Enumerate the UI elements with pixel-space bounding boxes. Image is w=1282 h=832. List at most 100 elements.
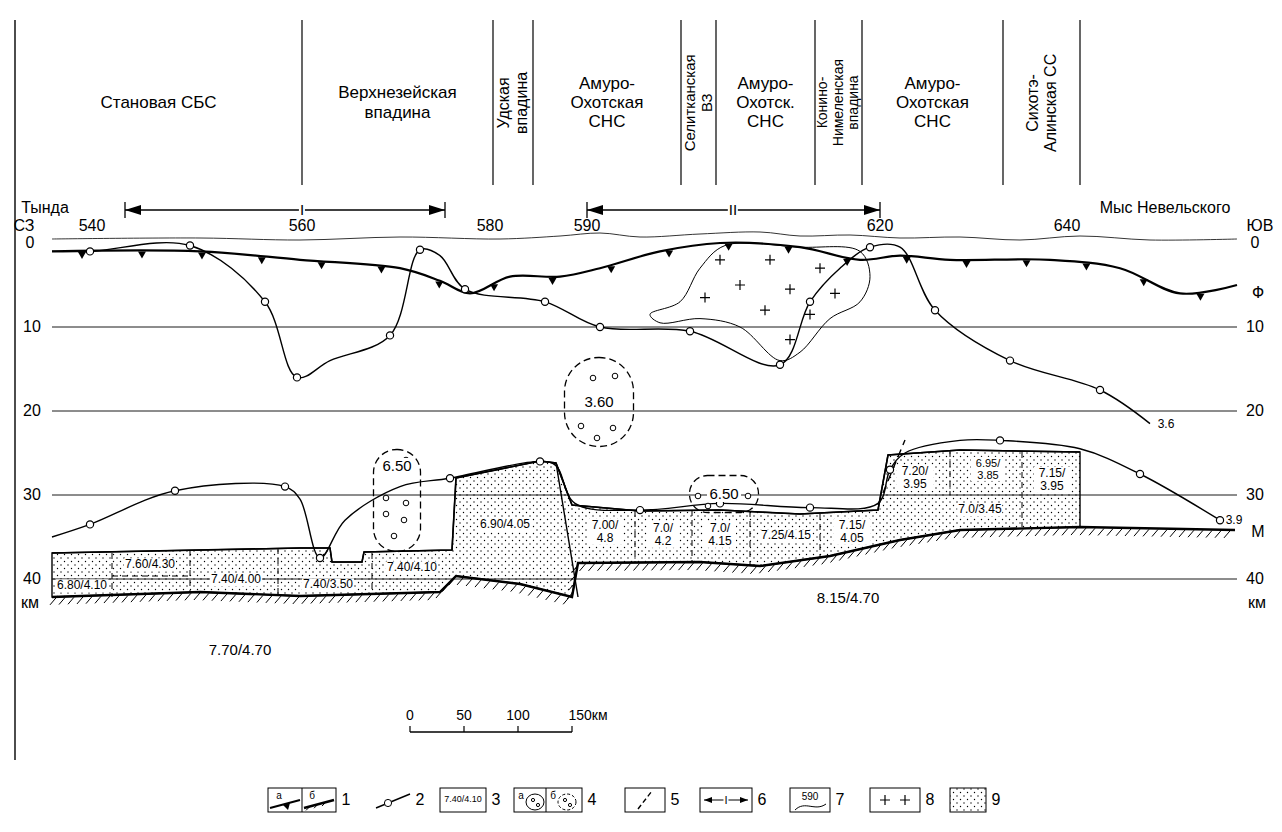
legend-sample-text: а — [517, 790, 525, 801]
tectonic-zone: Становая СБС — [15, 20, 302, 185]
hatch-stroke — [1161, 530, 1167, 537]
isoline-marker — [446, 475, 453, 482]
tectonic-zone: Амуро-Охотская СНС — [533, 20, 681, 185]
isoline-marker — [171, 487, 178, 494]
hatch-stroke — [546, 593, 552, 600]
velocity-label: 7.40/4.00 — [210, 573, 262, 586]
tectonic-zone: Удская впадина — [493, 20, 533, 185]
hatch-stroke — [528, 589, 534, 596]
isoline-marker — [1006, 357, 1013, 364]
anomaly-dot — [391, 533, 397, 539]
zone-name: Амуро-Охотская СНС — [888, 74, 978, 131]
depth-unit: км — [1248, 594, 1266, 612]
hatch-stroke — [365, 595, 371, 602]
scale-tick — [571, 726, 572, 732]
hatch-stroke — [705, 564, 711, 571]
isoline-marker — [686, 328, 693, 335]
isoline-marker — [316, 554, 323, 561]
block-divider — [635, 511, 636, 563]
depth-label: 40 — [23, 570, 41, 588]
isoline-marker — [384, 799, 391, 806]
legend-sample-text: I — [723, 794, 728, 806]
hatch-stroke — [519, 586, 525, 593]
tick-label: 540 — [79, 217, 106, 235]
legend-number: 5 — [671, 791, 680, 809]
arrow-head — [429, 205, 445, 215]
anomaly-velocity: 3.60 — [582, 394, 615, 411]
hatch-stroke — [410, 594, 416, 601]
hatch-stroke — [140, 595, 146, 602]
depth-label: 10 — [23, 318, 41, 336]
hatch-stroke — [936, 534, 942, 541]
anomaly-dot — [594, 435, 600, 441]
hatch-stroke — [697, 563, 703, 570]
scale-label: 50 — [456, 708, 472, 723]
column-divider — [532, 20, 533, 185]
hatch-stroke — [436, 591, 442, 598]
arrow-head — [125, 205, 141, 215]
velocity-label: 7.40/4.10 — [386, 561, 438, 574]
surface-tick — [435, 282, 443, 289]
anomaly-dot — [383, 495, 389, 501]
isoline-3-9 — [52, 439, 1220, 558]
hatch-stroke — [927, 535, 933, 542]
hatch-stroke — [1053, 529, 1059, 536]
anomaly-dot — [705, 503, 711, 509]
profile-number: II — [728, 202, 738, 219]
hatch-stroke — [1197, 530, 1203, 537]
mantle-velocity: 7.70/4.70 — [209, 642, 272, 659]
block-divider — [950, 451, 951, 495]
hatch-stroke — [374, 595, 380, 602]
hatch-stroke — [212, 594, 218, 601]
surface-tick — [138, 252, 146, 259]
surface-tick — [607, 266, 615, 273]
tectonic-zone: Конино-Нимеленская впадина — [815, 20, 862, 185]
legend-oval — [526, 794, 544, 810]
isoline-marker — [416, 246, 423, 253]
isoline-marker — [86, 521, 93, 528]
hatch-stroke — [302, 597, 308, 604]
hatch-stroke — [466, 579, 472, 586]
hatch-stroke — [257, 596, 263, 603]
mantle-velocity: 8.15/4.70 — [817, 590, 880, 607]
isoline-marker — [536, 458, 543, 465]
column-divider — [492, 20, 493, 185]
hatch-stroke — [230, 594, 236, 601]
isoline-value: 3.9 — [1226, 514, 1243, 527]
hatch-stroke — [954, 531, 960, 538]
surface-tick — [665, 251, 673, 258]
depth-label: 30 — [23, 486, 41, 504]
hatch-stroke — [1206, 531, 1212, 538]
isoline-marker — [461, 286, 468, 293]
block-divider — [112, 553, 113, 597]
column-divider — [715, 20, 716, 185]
hatch-stroke — [419, 593, 425, 600]
hatch-stroke — [428, 593, 434, 600]
scale-label: 150км — [568, 708, 607, 723]
hatch-stroke — [1026, 529, 1032, 536]
hatch-stroke — [1044, 529, 1050, 536]
hatch-stroke — [990, 530, 996, 537]
legend-number: 3 — [492, 791, 501, 809]
tick-label: 580 — [477, 217, 504, 235]
hatch-stroke — [580, 564, 586, 571]
granite-plus — [735, 280, 745, 290]
hatch-stroke — [149, 595, 155, 602]
hatch-stroke — [484, 581, 490, 588]
block-divider — [372, 553, 373, 592]
scale-bar — [410, 731, 572, 732]
legend-line — [376, 794, 410, 808]
legend-dot — [531, 798, 534, 801]
legend-number: 1 — [342, 791, 351, 809]
hatch-stroke — [598, 564, 604, 571]
arrow-head — [864, 205, 880, 215]
legend-number: 7 — [836, 791, 845, 809]
hatch-stroke — [176, 594, 182, 601]
isoline-marker — [186, 242, 193, 249]
dashed-outline — [565, 358, 634, 447]
block-divider — [190, 550, 191, 593]
block-divider — [692, 510, 693, 563]
surface-tick — [1140, 279, 1148, 286]
hatch-stroke — [50, 598, 56, 605]
scale-label: 100 — [506, 708, 529, 723]
